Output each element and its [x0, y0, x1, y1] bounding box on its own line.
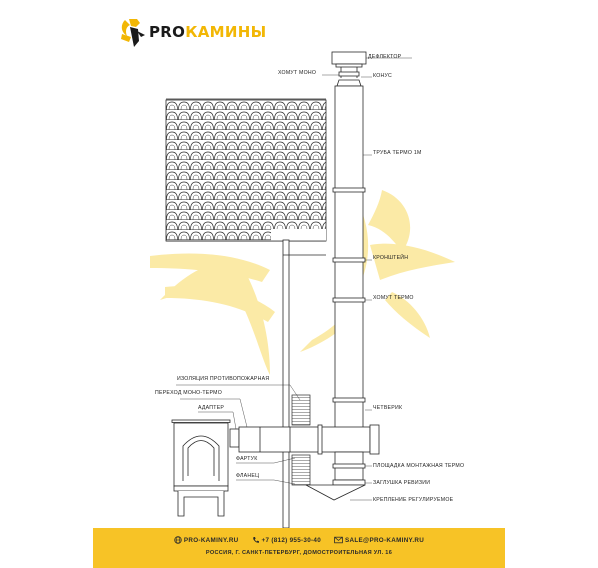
roof-tiles: [165, 98, 327, 242]
label-flange: ФЛАНЕЦ: [236, 473, 260, 479]
phone-link[interactable]: +7 (812) 955-30-40: [252, 536, 322, 544]
label-tee: ЧЕТВЕРИК: [373, 405, 403, 411]
chimney-pipe: [238, 51, 380, 501]
footer: PRO-KAMINY.RU +7 (812) 955-30-40 SALE@PR…: [93, 528, 505, 568]
phone-text: +7 (812) 955-30-40: [261, 536, 322, 544]
label-transition: ПЕРЕХОД МОНО-ТЕРМО: [155, 390, 223, 396]
brand-name-rest: КАМИНЫ: [185, 23, 267, 41]
label-pipe-termo: ТРУБА ТЕРМО 1М: [373, 150, 422, 156]
wall: [282, 239, 326, 528]
label-deflector: ДЕФЛЕКТОР: [368, 54, 402, 60]
label-cone: КОНУС: [373, 73, 393, 79]
contacts-row: PRO-KAMINY.RU +7 (812) 955-30-40 SALE@PR…: [93, 536, 505, 544]
insulation-block: [291, 394, 311, 486]
label-clamp-termo: ХОМУТ ТЕРМО: [373, 295, 414, 301]
email-link[interactable]: SALE@PRO-KAMINY.RU: [334, 536, 424, 544]
label-clamp-mono: ХОМУТ МОНО: [278, 70, 317, 76]
leader-lines: [176, 57, 412, 501]
brand-logo[interactable]: PROКАМИНЫ: [119, 18, 266, 46]
label-bracket: КРОНШТЕЙН: [373, 255, 409, 261]
phone-icon: [252, 537, 259, 543]
label-apron: ФАРТУК: [236, 456, 258, 462]
website-link[interactable]: PRO-KAMINY.RU: [174, 536, 239, 544]
label-adapter: АДАПТЕР: [198, 405, 225, 411]
label-insulation: ИЗОЛЯЦИЯ ПРОТИВОПОЖАРНАЯ: [177, 376, 270, 382]
label-platform: ПЛОЩАДКА МОНТАЖНАЯ ТЕРМО: [373, 463, 465, 469]
email-text: SALE@PRO-KAMINY.RU: [345, 536, 425, 544]
website-text: PRO-KAMINY.RU: [183, 536, 239, 544]
label-revision-cap: ЗАГЛУШКА РЕВИЗИИ: [373, 480, 431, 486]
fireplace-stove: [171, 419, 240, 517]
email-icon: [334, 536, 343, 544]
logo-mark-space: [119, 18, 147, 46]
globe-icon: [174, 536, 182, 544]
dragon-logo-icon: [121, 19, 145, 47]
watermark-logo-icon: [150, 190, 455, 375]
brand-name-pro: PRO: [149, 23, 186, 41]
chimney-diagram: [121, 19, 455, 528]
brand-name: PROКАМИНЫ: [149, 23, 266, 41]
address: РОССИЯ, Г. САНКТ-ПЕТЕРБУРГ, ДОМОСТРОИТЕЛ…: [205, 550, 393, 556]
label-mount-adjustable: КРЕПЛЕНИЕ РЕГУЛИРУЕМОЕ: [373, 497, 454, 503]
